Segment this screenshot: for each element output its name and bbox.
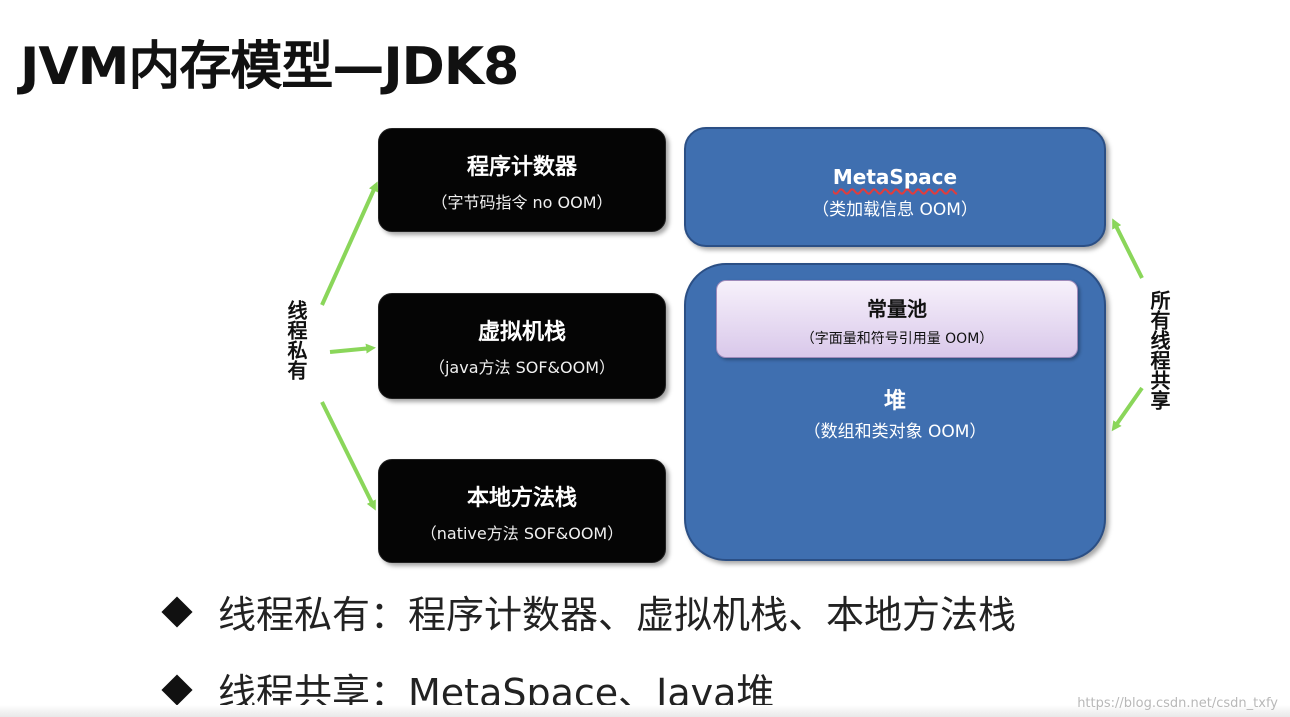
arrow-to-vm-stack: [329, 343, 376, 354]
constant-pool-name: 常量池: [867, 297, 927, 321]
vm-stack-name: 虚拟机栈: [477, 320, 566, 345]
diamond-bullet-icon: [161, 595, 193, 628]
heap-name: 堆: [883, 389, 906, 414]
bullet-thread-private-text: 线程私有：程序计数器、虚拟机栈、本地方法栈: [218, 593, 1017, 637]
arrow-to-metaspace: [1112, 218, 1144, 279]
native-stack-box: 本地方法栈 （native方法 SOF&OOM）: [378, 459, 666, 563]
vm-stack-box: 虚拟机栈 （java方法 SOF&OOM）: [378, 293, 666, 399]
program-counter-desc: （字节码指令 no OOM）: [431, 193, 613, 212]
page-title: JVM内存模型—JDK8: [20, 37, 519, 97]
diamond-bullet-icon: [161, 673, 193, 706]
thread-shared-label: 所有线程共享: [1147, 290, 1171, 410]
heap-desc: （数组和类对象 OOM）: [803, 422, 987, 442]
metaspace-desc: （类加载信息 OOM）: [812, 200, 978, 220]
bullet-thread-private: 线程私有：程序计数器、虚拟机栈、本地方法栈: [161, 584, 1017, 639]
vm-stack-desc: （java方法 SOF&OOM）: [428, 358, 616, 377]
arrow-to-program-counter: [320, 181, 379, 306]
arrow-to-native-stack: [320, 401, 376, 511]
heap-box: 常量池 （字面量和符号引用量 OOM） 堆 （数组和类对象 OOM）: [684, 263, 1106, 561]
program-counter-name: 程序计数器: [466, 155, 577, 180]
arrow-to-heap: [1111, 386, 1144, 432]
thread-private-label: 线程私有: [284, 300, 308, 380]
program-counter-box: 程序计数器 （字节码指令 no OOM）: [378, 128, 666, 232]
watermark: https://blog.csdn.net/csdn_txfy: [1077, 696, 1278, 711]
metaspace-name: MetaSpace: [832, 165, 958, 189]
constant-pool-desc: （字面量和符号引用量 OOM）: [800, 331, 994, 347]
native-stack-desc: （native方法 SOF&OOM）: [420, 524, 624, 543]
metaspace-box: MetaSpace （类加载信息 OOM）: [684, 127, 1106, 247]
bottom-bar: [0, 705, 1290, 717]
native-stack-name: 本地方法栈: [466, 486, 577, 511]
constant-pool-box: 常量池 （字面量和符号引用量 OOM）: [716, 280, 1078, 358]
